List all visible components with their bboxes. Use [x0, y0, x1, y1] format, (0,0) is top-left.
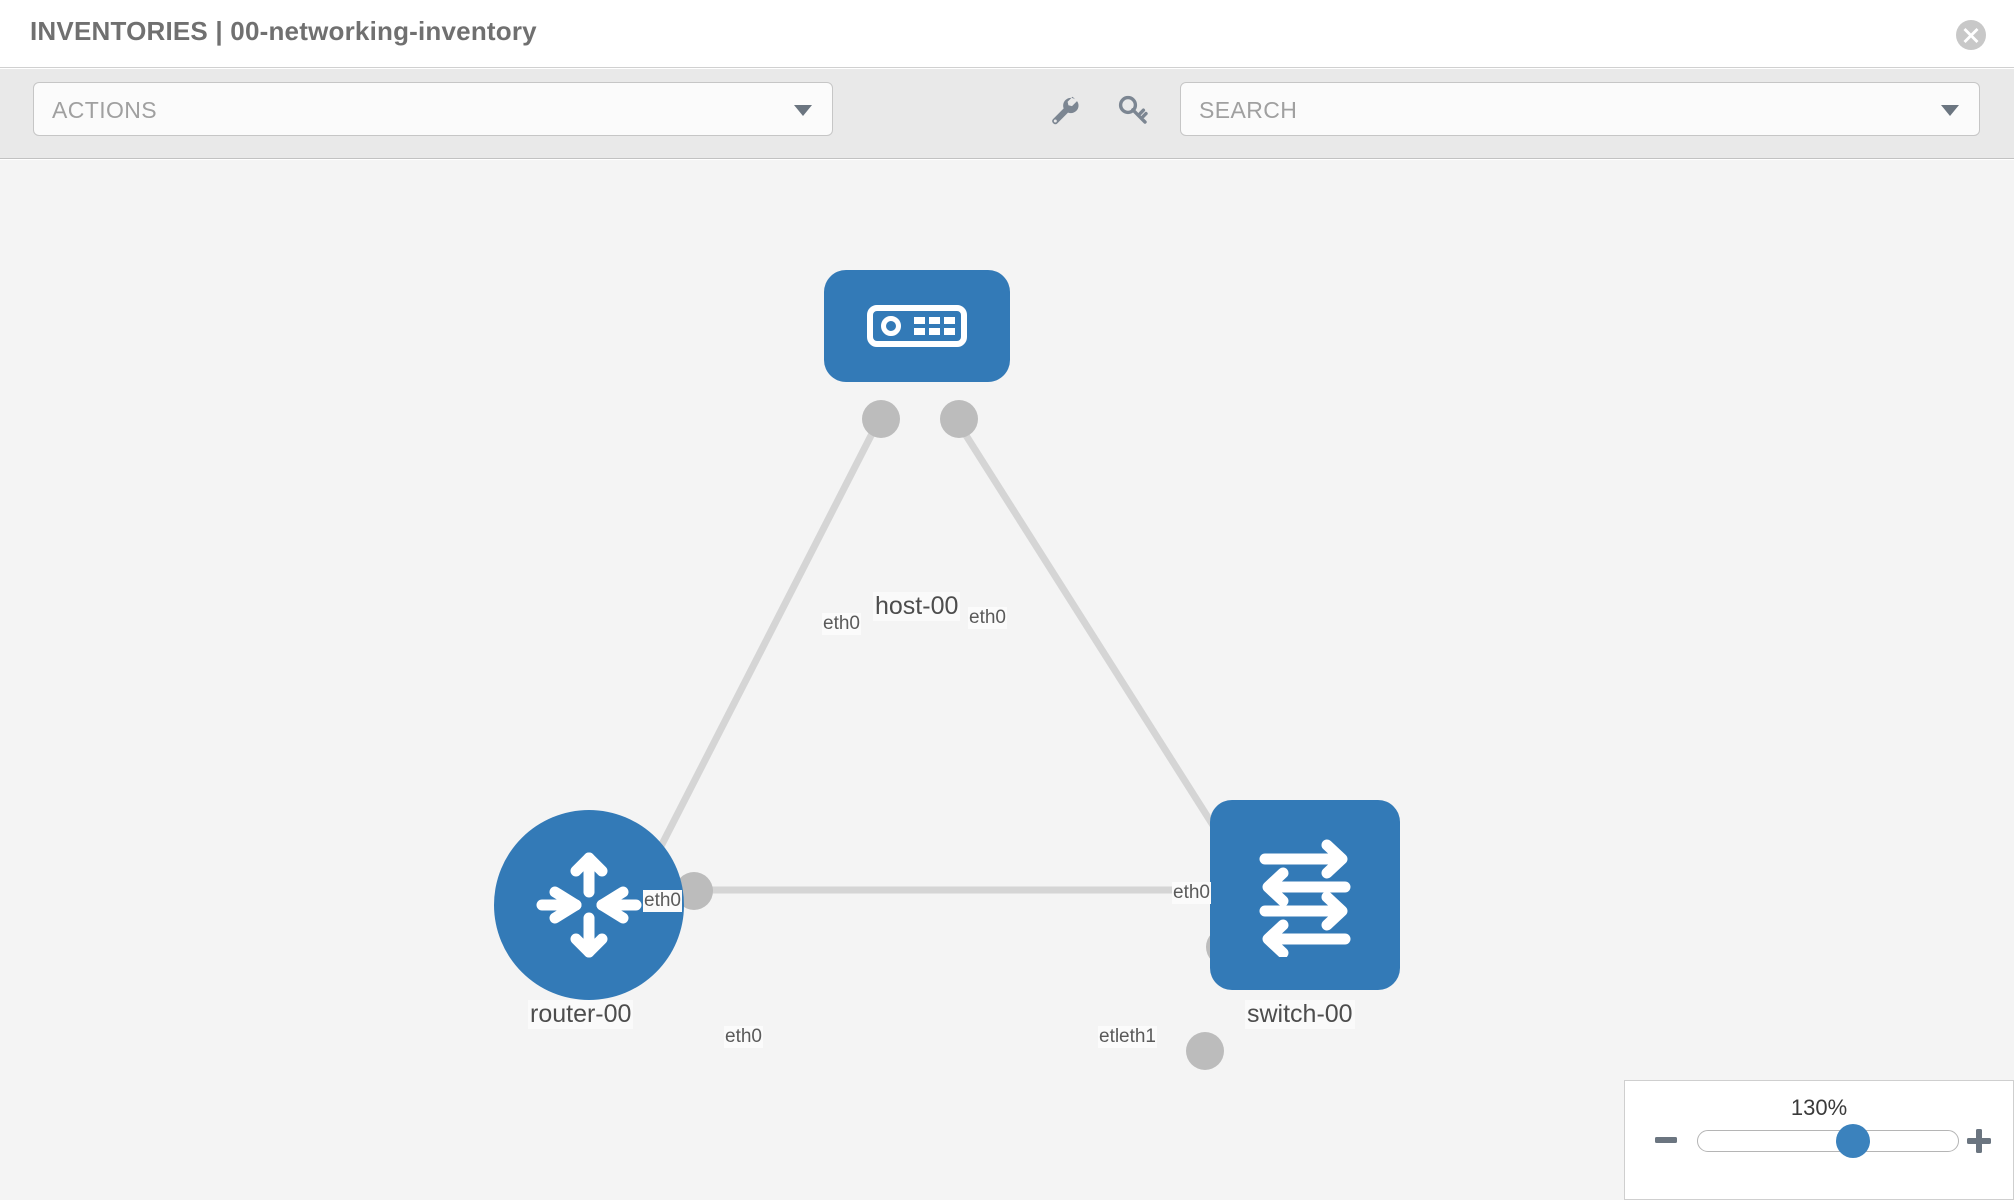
close-icon[interactable]	[1956, 20, 1986, 50]
link-host00-router00	[651, 416, 884, 860]
key-icon[interactable]	[1117, 94, 1151, 128]
node-switch-00-label: switch-00	[1245, 1000, 1355, 1029]
port-switch00-eth1-left[interactable]	[1186, 1032, 1224, 1070]
actions-dropdown-label: ACTIONS	[52, 97, 158, 123]
search-input[interactable]: SEARCH	[1180, 82, 1980, 136]
link-host00-switch00	[952, 416, 1238, 862]
node-switch-00-shape[interactable]	[1210, 800, 1400, 990]
edge-label-switch00-eth1: eth1	[1118, 1026, 1157, 1048]
server-icon	[867, 305, 967, 347]
node-host-00-label: host-00	[873, 592, 961, 621]
zoom-slider[interactable]	[1697, 1124, 1959, 1158]
page-header: INVENTORIES | 00-networking-inventory	[0, 0, 2014, 68]
actions-dropdown[interactable]: ACTIONS	[33, 82, 833, 136]
edge-label-switch00-eth0-up: eth0	[1172, 882, 1211, 904]
router-arrows-icon	[536, 852, 642, 958]
chevron-down-icon	[1941, 105, 1959, 116]
topology-links	[651, 416, 1238, 894]
port-host00-eth0-left[interactable]	[862, 400, 900, 438]
page-title: INVENTORIES | 00-networking-inventory	[30, 16, 537, 46]
node-router-00-label: router-00	[528, 1000, 634, 1029]
edge-label-router00-eth0-up: eth0	[643, 890, 682, 912]
minus-icon[interactable]	[1653, 1127, 1679, 1153]
edge-label-host00-eth0-left: eth0	[822, 613, 861, 635]
search-placeholder-label: SEARCH	[1199, 97, 1298, 123]
topology-canvas[interactable]: host-00 router-00	[0, 160, 2014, 1200]
edge-label-router00-eth0-right: eth0	[724, 1026, 763, 1048]
plus-icon[interactable]	[1965, 1127, 1993, 1155]
port-host00-eth0-right[interactable]	[940, 400, 978, 438]
zoom-control-panel: 130%	[1624, 1080, 2014, 1200]
zoom-level-label: 130%	[1790, 1095, 1848, 1120]
chevron-down-icon	[794, 105, 812, 116]
node-host-00-shape[interactable]	[824, 270, 1010, 382]
switch-arrows-icon	[1259, 839, 1351, 957]
zoom-slider-thumb[interactable]	[1836, 1124, 1870, 1158]
wrench-icon[interactable]	[1047, 94, 1081, 128]
edge-label-host00-eth0-right: eth0	[968, 607, 1007, 629]
